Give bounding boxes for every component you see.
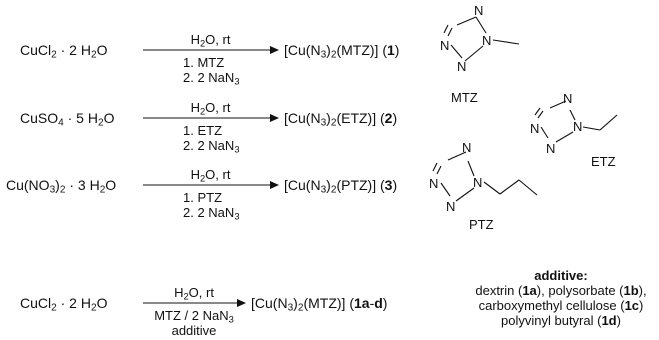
additive-line-1: dextrin (1a), polysorbate (1b), [475, 283, 647, 298]
product-3: [Cu(N3)2(PTZ)] (3) [284, 177, 398, 196]
condition-step1-1: 1. MTZ [183, 55, 225, 70]
ptz-label: PTZ [469, 217, 494, 232]
mtz-label: MTZ [451, 90, 478, 105]
condition-step2-4: additive [171, 323, 217, 335]
etz-structure [534, 100, 618, 143]
condition-above-1: H2O, rt [190, 32, 231, 49]
etz-atom-n2: N [546, 141, 556, 156]
mtz-atom-n4: N [474, 3, 484, 18]
mtz-atom-n2: N [457, 59, 467, 74]
ptz-atom-n4: N [462, 140, 472, 155]
mtz-atom-n3: N [440, 38, 450, 53]
etz-label: ETZ [591, 154, 616, 169]
condition-step1-2: 1. ETZ [183, 123, 223, 138]
condition-step1-3: 1. PTZ [183, 190, 223, 205]
mtz-structure [443, 16, 520, 62]
product-2: [Cu(N3)2(ETZ)] (2) [284, 110, 398, 129]
etz-atom-n3: N [530, 121, 540, 136]
condition-above-2: H2O, rt [190, 100, 231, 117]
product-1: [Cu(N3)2(MTZ)] (1) [284, 42, 400, 61]
ptz-atom-n2: N [446, 199, 456, 214]
reagent-1: CuCl2 · 2 H2O [20, 42, 108, 61]
condition-step2-3: 2. 2 NaN3 [183, 205, 240, 222]
reagent-4: CuCl2 · 2 H2O [20, 295, 108, 314]
condition-step2-2: 2. 2 NaN3 [183, 138, 240, 155]
reagent-2: CuSO4 · 5 H2O [20, 110, 115, 129]
etz-atom-n1: N [573, 119, 583, 134]
additive-heading: additive: [534, 268, 588, 283]
reagent-3: Cu(NO3)2 · 3 H2O [6, 177, 117, 196]
ptz-structure [432, 151, 538, 202]
condition-step2-1: 2. 2 NaN3 [183, 70, 240, 87]
etz-atom-n4: N [563, 91, 573, 106]
condition-above-4: H2O, rt [174, 285, 214, 302]
additive-line-2: carboxymethyl cellulose (1c) [478, 298, 644, 313]
ptz-atom-n3: N [429, 176, 439, 191]
additive-line-3: polyvinyl butyral (1d) [501, 313, 621, 328]
condition-above-3: H2O, rt [190, 167, 231, 184]
condition-step1-4: MTZ / 2 NaN3 [154, 308, 234, 325]
product-4: [Cu(N3)2(MTZ)] (1a-d) [251, 295, 388, 314]
ptz-atom-n1: N [473, 175, 483, 190]
mtz-atom-n1: N [482, 33, 492, 48]
